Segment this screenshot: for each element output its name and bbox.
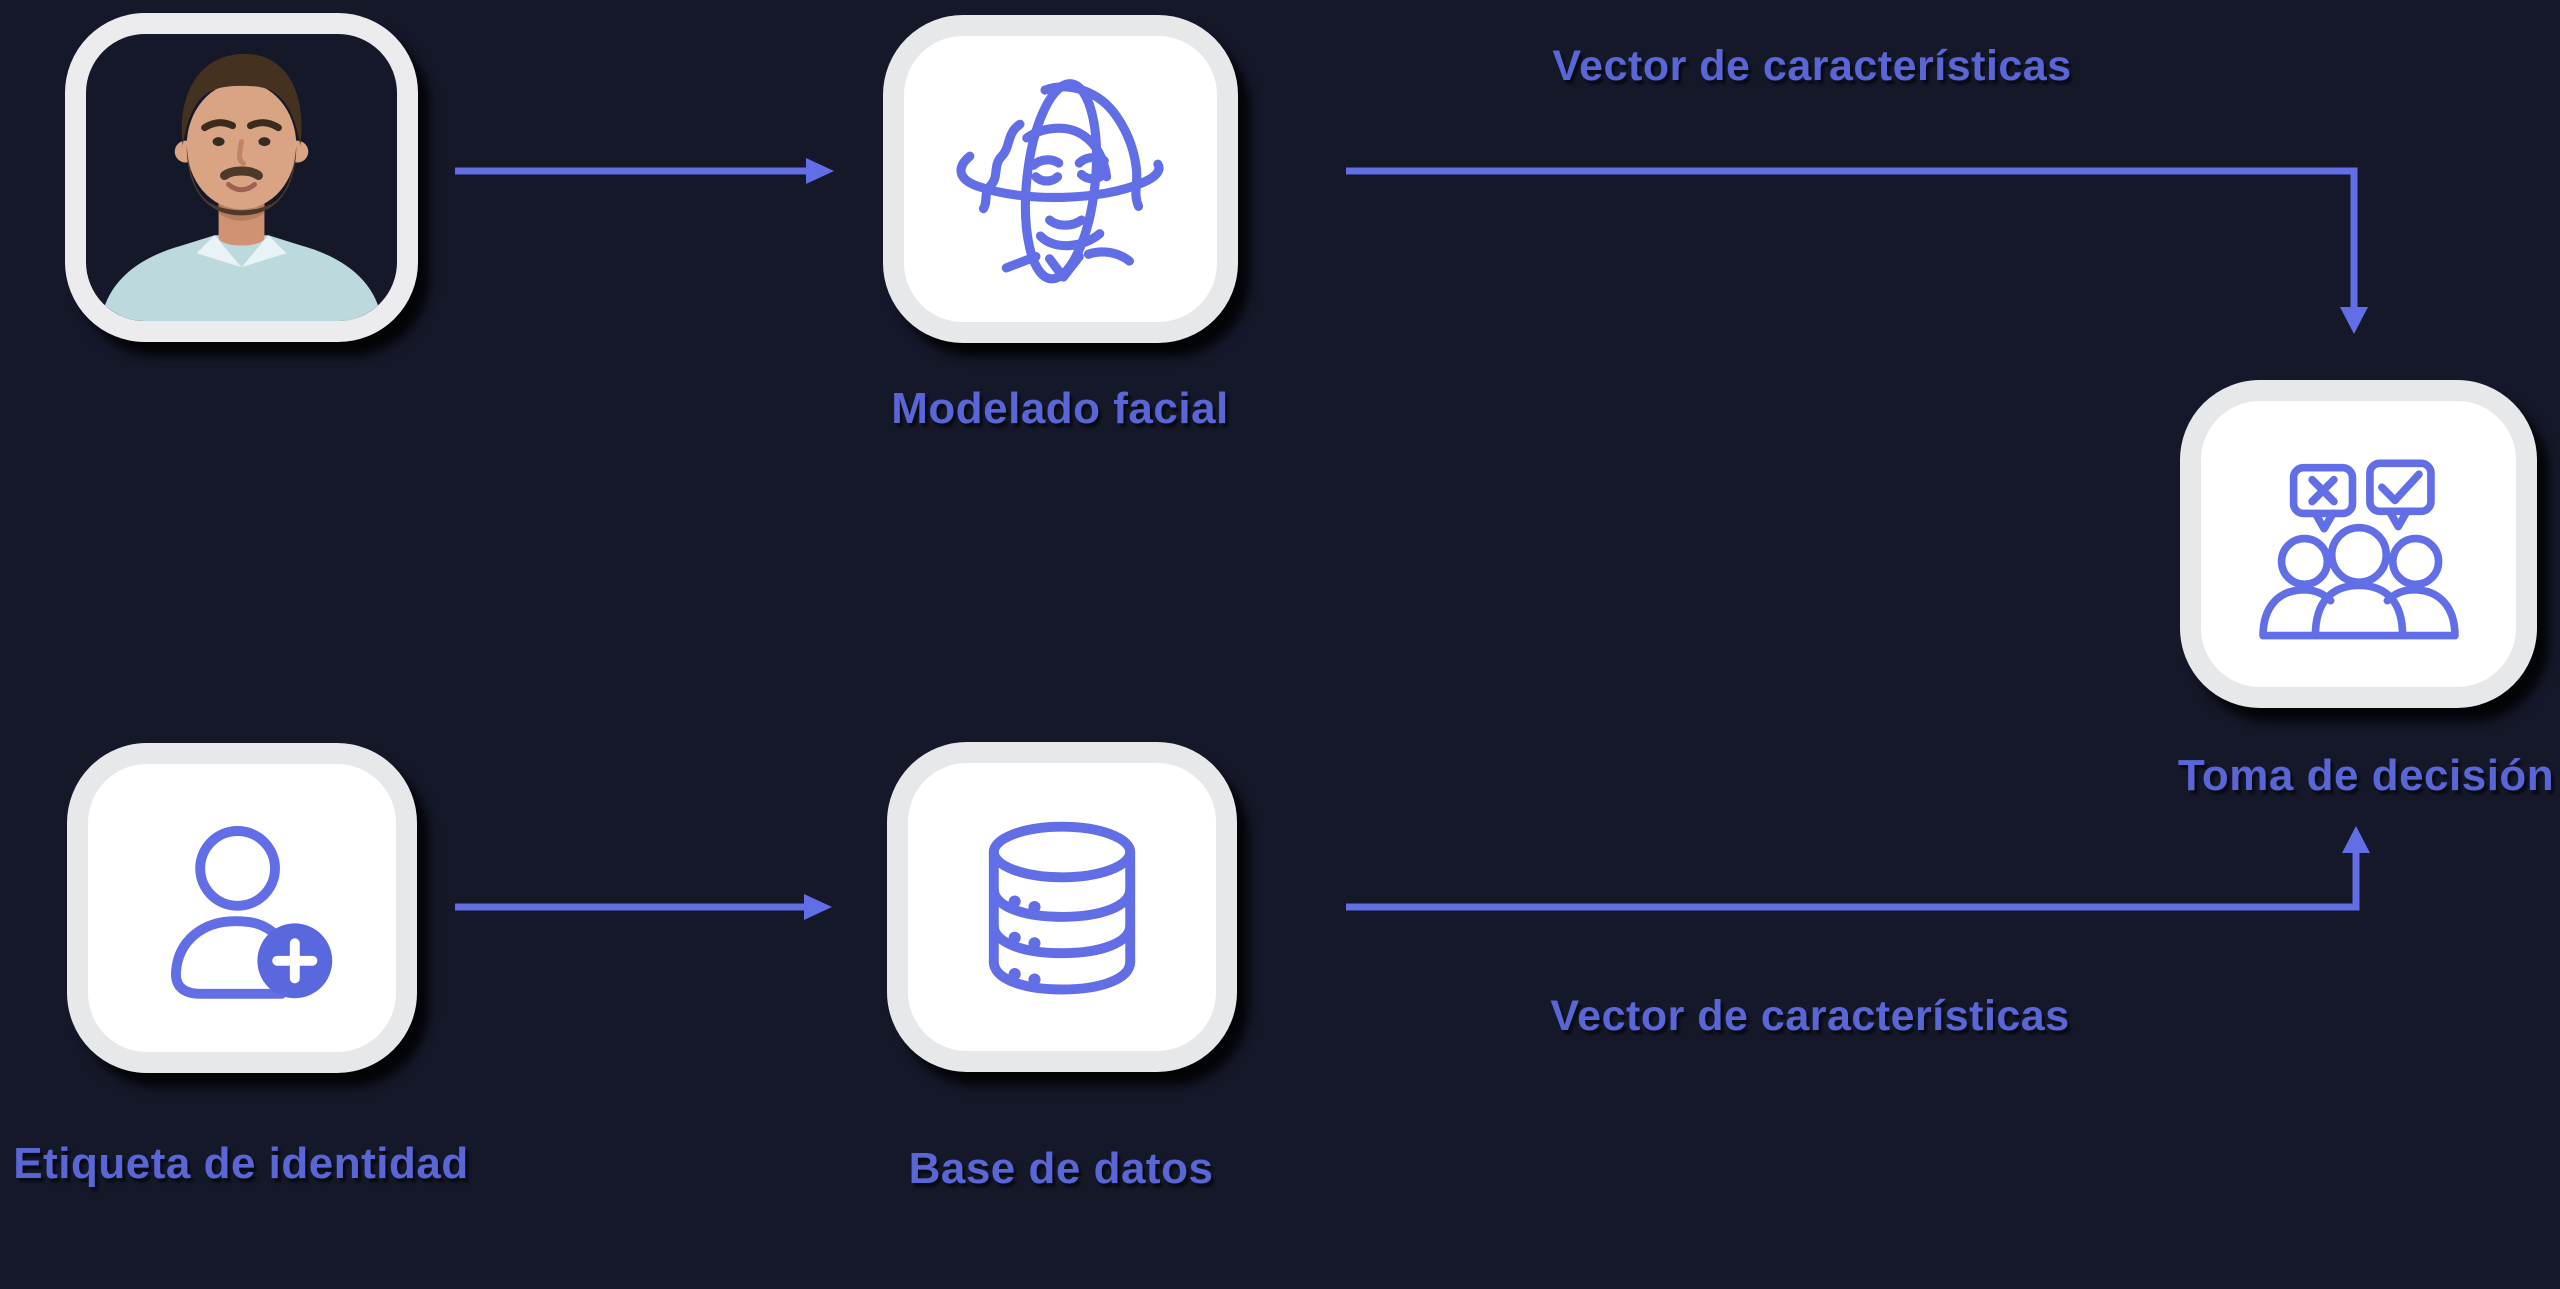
database-label: Base de datos <box>908 1144 1214 1193</box>
decision-people-icon <box>2258 459 2459 640</box>
face-scan-icon <box>956 79 1164 284</box>
portrait-photo <box>100 53 383 321</box>
identity-label-label: Etiqueta de identidad <box>13 1139 469 1188</box>
edge-label-vector-bottom: Vector de características <box>1550 992 2070 1040</box>
edge-photo-to-modelado-arrowhead <box>806 158 834 184</box>
decision-node <box>2180 380 2537 708</box>
facial-modeling-label: Modelado facial <box>891 384 1229 433</box>
edge-etiqueta-to-base-arrowhead <box>804 894 832 920</box>
database-node <box>887 742 1237 1072</box>
edge-modelado-to-toma-arrowhead <box>2340 307 2368 334</box>
database-icon <box>988 821 1136 995</box>
input-photo-node <box>65 13 418 342</box>
user-add-icon <box>171 826 333 999</box>
edge-modelado-to-toma-line <box>1346 167 2358 309</box>
edge-base-to-toma-arrowhead <box>2342 826 2370 853</box>
decision-label: Toma de decisión <box>2177 751 2555 800</box>
edge-label-vector-top: Vector de características <box>1552 42 2072 90</box>
identity-label-node <box>67 743 417 1073</box>
edge-base-to-toma-line <box>1346 851 2360 911</box>
facial-modeling-node <box>883 15 1238 343</box>
